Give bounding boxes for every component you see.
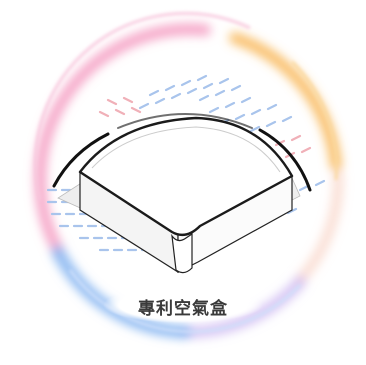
ring-highlight [33, 11, 338, 334]
product-label: 專利空氣盒 [138, 299, 228, 319]
air-box-body [57, 116, 301, 274]
caption-backdrop [103, 287, 263, 323]
arc-markers [52, 113, 312, 192]
